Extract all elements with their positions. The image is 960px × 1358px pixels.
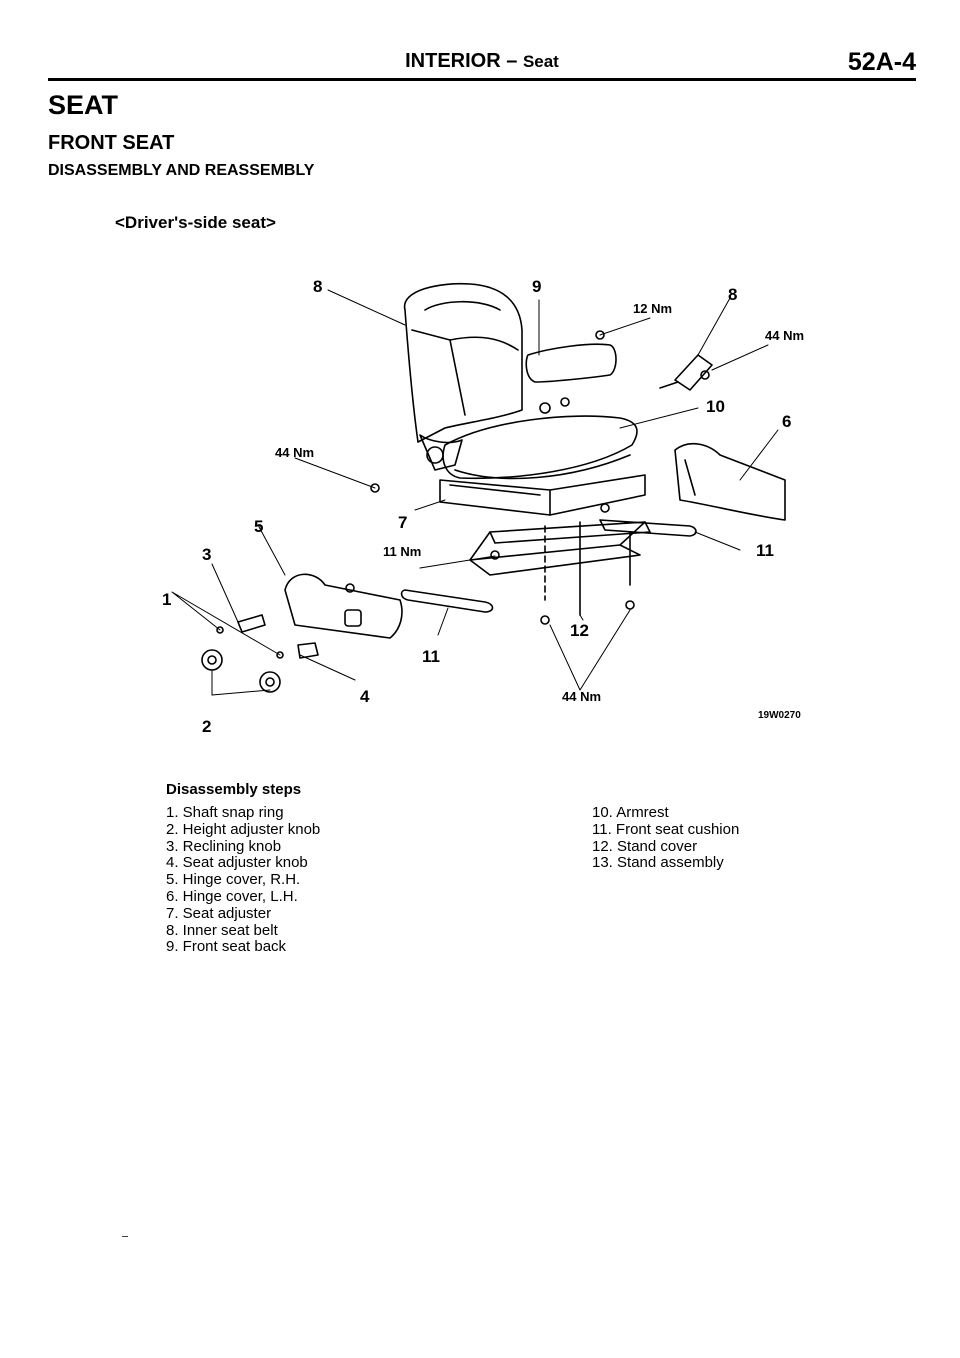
stand-assembly	[469, 544, 641, 576]
figure-id: 19W0270	[758, 710, 801, 721]
callout-4: 4	[360, 687, 370, 706]
callout-2: 2	[202, 717, 211, 736]
header-section: INTERIOR	[405, 50, 501, 72]
callout-5: 5	[254, 517, 263, 536]
figure-variant-label: <Driver's-side seat>	[115, 213, 276, 232]
list-item: 9. Front seat back	[166, 938, 287, 956]
hinge-cover-rh	[284, 573, 403, 639]
callout-9: 9	[532, 277, 541, 296]
list-item: 12. Stand cover	[592, 837, 698, 855]
disassembly-steps-list-right: 10. Armrest 11. Front seat cushion 12. S…	[592, 804, 740, 872]
armrest	[525, 343, 617, 383]
reclining-knob	[237, 614, 266, 633]
header-title: INTERIOR – Seat	[48, 50, 916, 73]
disassembly-steps-list-left: 1. Shaft snap ring 2. Height adjuster kn…	[166, 804, 321, 956]
procedure-heading: DISASSEMBLY AND REASSEMBLY	[48, 162, 315, 179]
header-subsection: Seat	[522, 52, 559, 71]
callout-12: 12	[570, 621, 589, 640]
list-item: 8. Inner seat belt	[166, 921, 278, 939]
list-item: 7. Seat adjuster	[166, 904, 272, 922]
torque-seat-back: 44 Nm	[275, 445, 314, 460]
seat-adjuster-knob	[297, 642, 319, 659]
torque-armrest: 12 Nm	[633, 301, 672, 316]
callout-7: 7	[398, 513, 407, 532]
page-header: INTERIOR – Seat 52A-4	[48, 48, 916, 80]
seat-cushion-outline	[442, 415, 638, 480]
stray-mark	[122, 1236, 128, 1237]
callout-6: 6	[782, 412, 791, 431]
exploded-view-illustration: 8 9 8 10 6 5 3 7 11 1 12 11 4 2 12 Nm 44…	[162, 277, 804, 736]
callout-8a: 8	[313, 277, 322, 296]
section-heading: SEAT	[48, 90, 119, 120]
list-item: 11. Front seat cushion	[592, 820, 740, 838]
height-adjuster-knob	[201, 649, 223, 671]
callout-11b: 11	[422, 647, 440, 666]
list-item: 3. Reclining knob	[166, 837, 282, 855]
callout-3: 3	[202, 545, 211, 564]
torque-seat-adjuster: 11 Nm	[383, 544, 421, 559]
seat-back-outline	[403, 282, 523, 443]
list-item: 1. Shaft snap ring	[166, 804, 284, 821]
callout-11a: 11	[756, 541, 774, 560]
list-item: 2. Height adjuster knob	[166, 820, 321, 838]
torque-seat-belt: 44 Nm	[765, 328, 804, 343]
list-item: 10. Armrest	[592, 804, 669, 821]
header-separator: –	[500, 50, 523, 72]
subsection-heading: FRONT SEAT	[48, 132, 175, 154]
inner-seat-belt	[674, 354, 713, 391]
list-item: 4. Seat adjuster knob	[166, 854, 308, 872]
callout-8b: 8	[728, 285, 737, 304]
list-item: 5. Hinge cover, R.H.	[166, 871, 301, 889]
callout-1: 1	[162, 590, 171, 609]
header-rule	[48, 78, 916, 81]
callout-10: 10	[706, 397, 725, 416]
list-item: 13. Stand assembly	[592, 854, 724, 872]
page-number: 52A-4	[847, 48, 916, 76]
seat-exploded-diagram: 8 9 8 10 6 5 3 7 11 1 12 11 4 2 12 Nm 44…	[150, 270, 830, 740]
hinge-cover-lh	[674, 442, 786, 521]
disassembly-steps-title: Disassembly steps	[166, 781, 302, 798]
list-item: 6. Hinge cover, L.H.	[166, 887, 298, 905]
torque-stand-assembly: 44 Nm	[562, 689, 601, 704]
cushion-cover-left	[400, 589, 494, 613]
